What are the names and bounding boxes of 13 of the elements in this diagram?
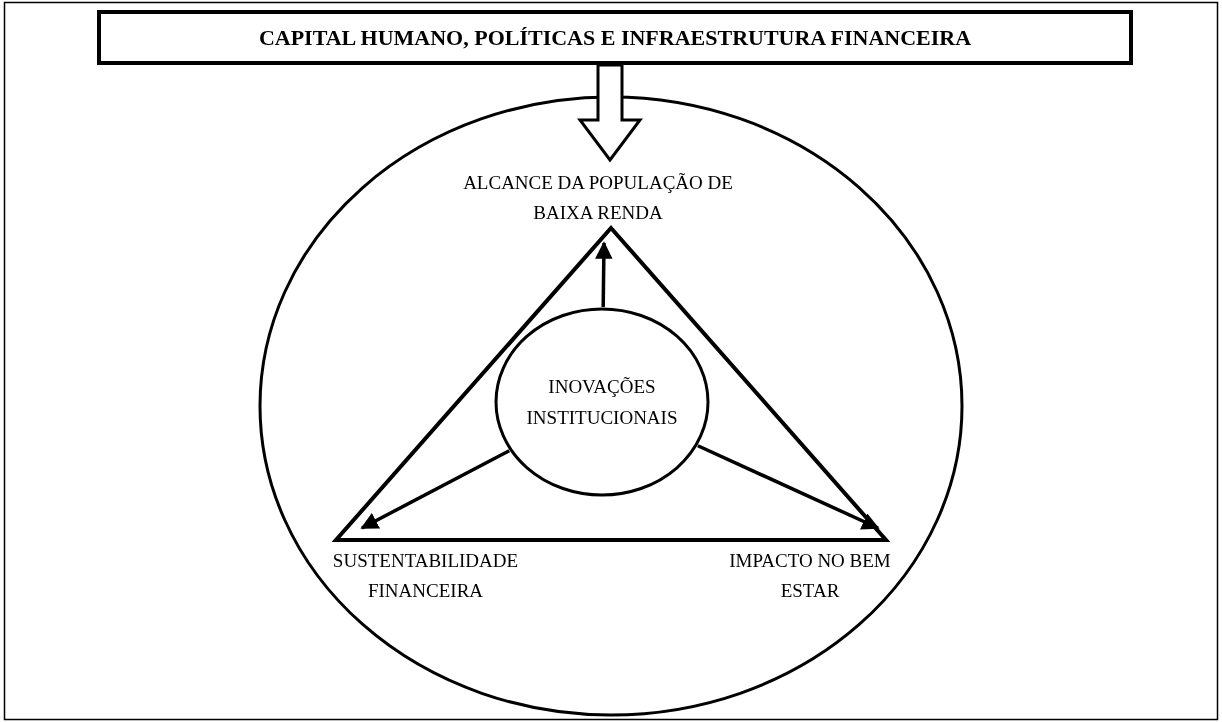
vertex-label: IMPACTO NO BEM ESTAR — [703, 528, 917, 608]
vertex-label: ALCANCE DA POPULAÇÃO DE BAIXA RENDA — [448, 160, 748, 244]
arrow — [360, 449, 511, 530]
inner-circle — [494, 307, 710, 497]
title-text: CAPITAL HUMANO, POLÍTICAS E INFRAESTRUTURA FINANCEIRA — [258, 24, 972, 51]
block-arrow — [577, 63, 643, 163]
outer-circle — [258, 95, 964, 717]
vertex-label: SUSTENTABILIDADE FINANCEIRA — [318, 528, 533, 608]
arrow — [595, 241, 613, 308]
triangle-shape — [333, 226, 889, 542]
title-box — [97, 10, 1133, 65]
circle-label: INOVAÇÕES INSTITUCIONAIS — [525, 375, 679, 430]
arrow — [697, 444, 880, 530]
